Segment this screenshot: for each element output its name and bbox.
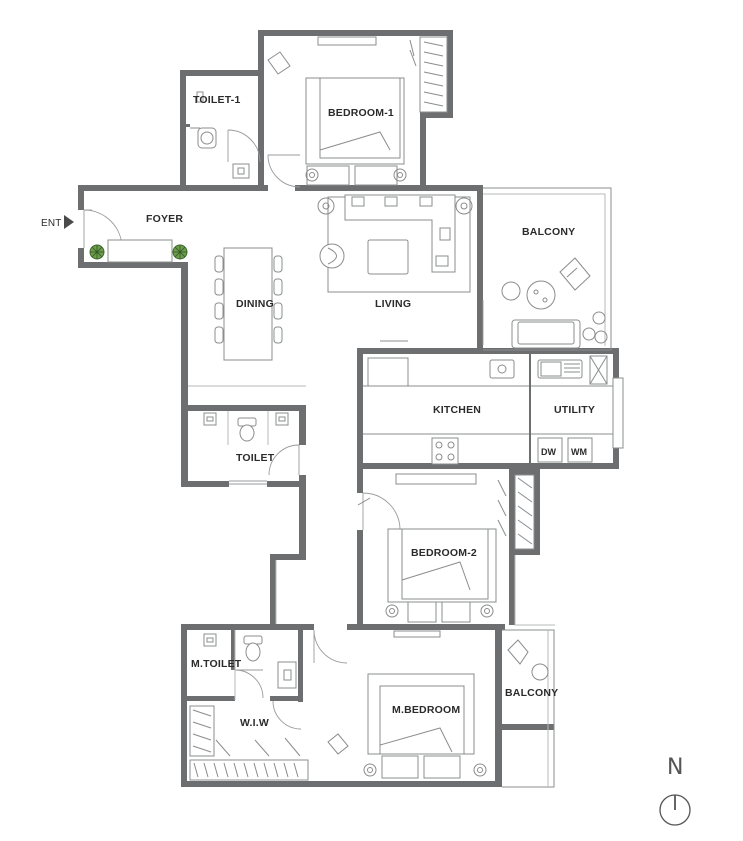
room-label-bedroom-2: BEDROOM-2 xyxy=(411,547,477,559)
doors xyxy=(83,129,484,730)
wiw-fixtures xyxy=(189,705,309,781)
toilet-1-fixtures xyxy=(190,91,250,179)
room-label-bedroom-1: BEDROOM-1 xyxy=(328,107,394,119)
north-arrow-icon xyxy=(659,794,691,826)
kitchen-fixtures xyxy=(431,359,593,465)
room-labels: ENT TOILET-1 BEDROOM-1 FOYER BALCONY DIN… xyxy=(41,94,683,780)
walls xyxy=(78,30,619,787)
entry-arrow-icon xyxy=(64,215,74,229)
dishwasher-label: DW xyxy=(541,447,556,457)
foyer-planter xyxy=(89,239,188,263)
living-furniture xyxy=(317,194,473,342)
balcony-2-furniture xyxy=(507,639,549,681)
bedroom-2-furniture xyxy=(357,473,535,637)
entry-label: ENT xyxy=(41,218,62,229)
m-toilet-fixtures xyxy=(203,630,297,700)
m-bedroom-furniture xyxy=(327,630,487,779)
room-label-balcony-2: BALCONY xyxy=(505,687,558,699)
furniture xyxy=(64,36,691,826)
north-label: N xyxy=(667,755,683,780)
room-label-living: LIVING xyxy=(375,298,411,310)
balcony-1-furniture xyxy=(501,257,608,349)
bedroom-1-furniture xyxy=(267,36,448,186)
outlines xyxy=(188,187,624,788)
room-label-toilet: TOILET xyxy=(236,452,275,464)
room-label-toilet-1: TOILET-1 xyxy=(193,94,241,106)
room-label-m-bedroom: M.BEDROOM xyxy=(392,704,460,716)
dining-table xyxy=(214,247,283,361)
toilet-fixtures xyxy=(203,411,289,445)
room-label-wiw: W.I.W xyxy=(240,717,269,729)
room-label-kitchen: KITCHEN xyxy=(433,404,481,416)
room-label-balcony-1: BALCONY xyxy=(522,226,575,238)
room-label-foyer: FOYER xyxy=(146,213,183,225)
room-label-dining: DINING xyxy=(236,298,274,310)
washing-machine-label: WM xyxy=(571,447,587,457)
room-label-m-toilet: M.TOILET xyxy=(191,658,242,670)
room-label-utility: UTILITY xyxy=(554,404,595,416)
